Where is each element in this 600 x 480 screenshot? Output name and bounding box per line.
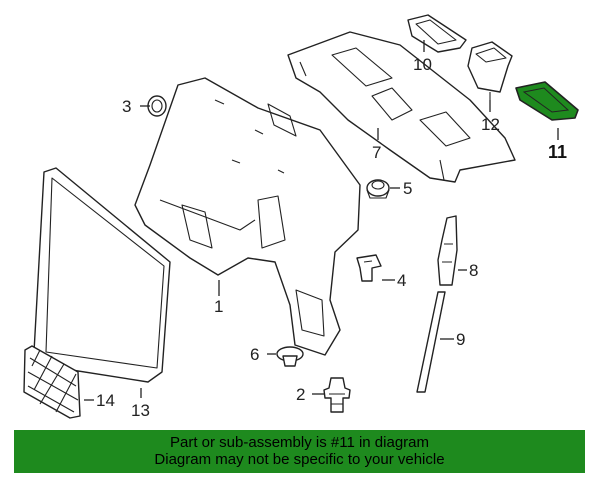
info-banner: Part or sub-assembly is #11 in diagram D… (14, 430, 585, 473)
callout-9: 9 (456, 330, 465, 349)
leader-lines (84, 40, 559, 401)
part-9-strip (416, 291, 446, 393)
part-3-plug (147, 95, 167, 117)
part-8-pillar (437, 215, 458, 286)
callout-7: 7 (372, 143, 381, 162)
banner-line-1: Part or sub-assembly is #11 in diagram (170, 434, 429, 451)
part-2-fastener (323, 377, 351, 413)
callout-5: 5 (403, 179, 412, 198)
callout-14: 14 (96, 391, 115, 410)
part-11-highlighted (515, 81, 579, 121)
part-10-cover (407, 14, 467, 53)
part-1-quarter-trim-panel (134, 77, 361, 356)
part-5-grommet (366, 179, 390, 199)
part-7-package-tray (287, 31, 516, 183)
callout-13: 13 (131, 401, 150, 420)
parts-diagram: 3 1 2 4 5 6 7 8 9 10 11 12 13 14 (23, 14, 579, 420)
callout-2: 2 (296, 385, 305, 404)
callout-labels: 3 1 2 4 5 6 7 8 9 10 11 12 13 14 (96, 55, 567, 420)
callout-11: 11 (548, 142, 567, 162)
part-12-bracket (467, 41, 513, 100)
callout-3: 3 (122, 97, 131, 116)
callout-10: 10 (413, 55, 432, 74)
part-14-net (23, 345, 81, 419)
callout-8: 8 (469, 261, 478, 280)
callout-4: 4 (397, 271, 406, 290)
callout-1: 1 (214, 297, 223, 316)
callout-6: 6 (250, 345, 259, 364)
part-6-pin (276, 346, 304, 367)
banner-line-2: Diagram may not be specific to your vehi… (154, 451, 445, 468)
part-4-clip (356, 254, 382, 282)
callout-12: 12 (481, 115, 500, 134)
